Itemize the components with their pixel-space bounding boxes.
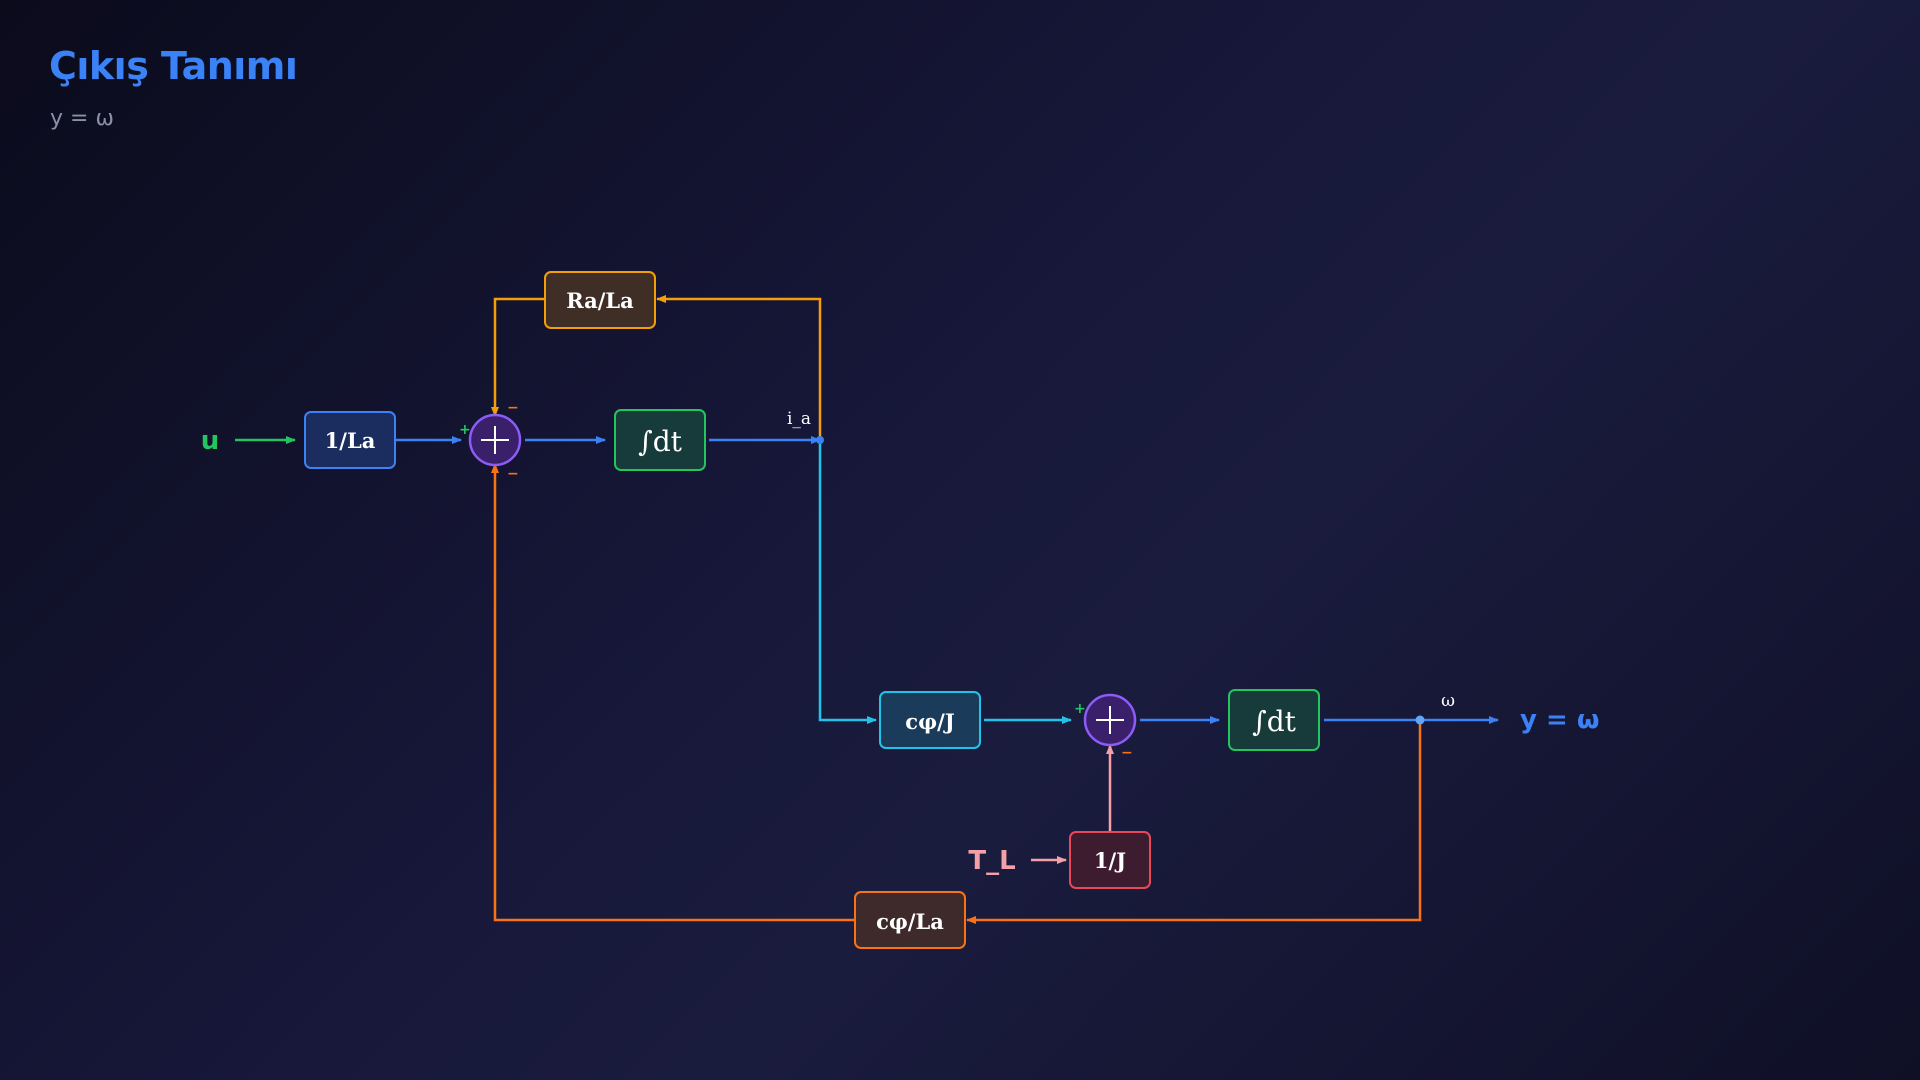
sum2-plus-sign: + (1074, 701, 1086, 717)
wire-ia-to-cphij (818, 440, 877, 724)
wire-cphila-to-sum1 (491, 463, 854, 922)
sum1-plus-sign: + (459, 422, 471, 438)
svg-text:∫dt: ∫dt (1252, 705, 1297, 738)
junction-omega (1415, 715, 1425, 725)
block-ra-la: Ra/La (544, 271, 656, 329)
svg-text:Ra/La: Ra/La (566, 288, 634, 313)
disturbance-label-tl: T_L (968, 846, 1015, 876)
svg-text:∫dt: ∫dt (638, 425, 683, 458)
svg-text:1/J: 1/J (1094, 848, 1126, 873)
block-cphi-j: cφ/J (879, 691, 981, 749)
sum1-bottom-minus-sign: − (507, 466, 519, 482)
input-label-u: u (201, 426, 220, 456)
page-title: Çıkış Tanımı (49, 44, 298, 88)
wire-omega-to-cphila (966, 720, 1422, 924)
block-integrator-2: ∫dt (1228, 689, 1320, 751)
block-1-j: 1/J (1069, 831, 1151, 889)
summing-junction-2 (1083, 693, 1137, 747)
block-integrator-1: ∫dt (614, 409, 706, 471)
node-label-omega: ω (1441, 691, 1455, 711)
sum1-top-minus-sign: − (507, 400, 519, 416)
summing-junction-1 (468, 413, 522, 467)
svg-text:1/La: 1/La (325, 428, 376, 453)
svg-text:cφ/J: cφ/J (905, 709, 954, 734)
junction-ia (816, 436, 824, 444)
svg-text:cφ/La: cφ/La (876, 909, 944, 934)
node-label-ia: i_a (787, 409, 811, 429)
wire-ra-to-sum1 (491, 297, 545, 417)
sum2-minus-sign: − (1121, 745, 1133, 761)
block-cphi-la: cφ/La (854, 891, 966, 949)
output-label: y = ω (1520, 705, 1599, 735)
page-subtitle: y = ω (50, 106, 114, 131)
block-1-la: 1/La (304, 411, 396, 469)
wire-ia-to-ra (656, 295, 822, 440)
